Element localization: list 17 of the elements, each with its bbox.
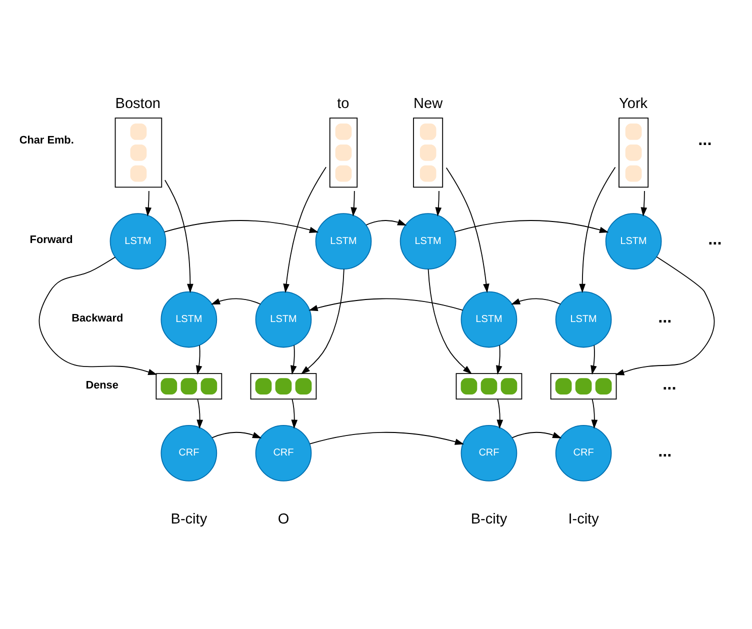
node-label: Boston	[115, 96, 161, 112]
node-label: I-city	[568, 511, 599, 528]
node-label: B-city	[170, 511, 208, 528]
node-label: to	[337, 96, 350, 112]
node-label: O	[278, 511, 290, 528]
label: Dense	[86, 379, 118, 392]
node-label: York	[619, 96, 648, 112]
label: ...	[658, 308, 672, 327]
label: ...	[698, 130, 712, 149]
node-label: B-city	[470, 511, 508, 528]
label: Backward	[72, 312, 124, 324]
label: Forward	[30, 234, 73, 246]
label: Char Emb.	[19, 134, 74, 147]
label: ...	[708, 230, 722, 248]
node-label: New	[414, 96, 443, 112]
label: ...	[662, 375, 676, 394]
label: ...	[658, 442, 672, 460]
